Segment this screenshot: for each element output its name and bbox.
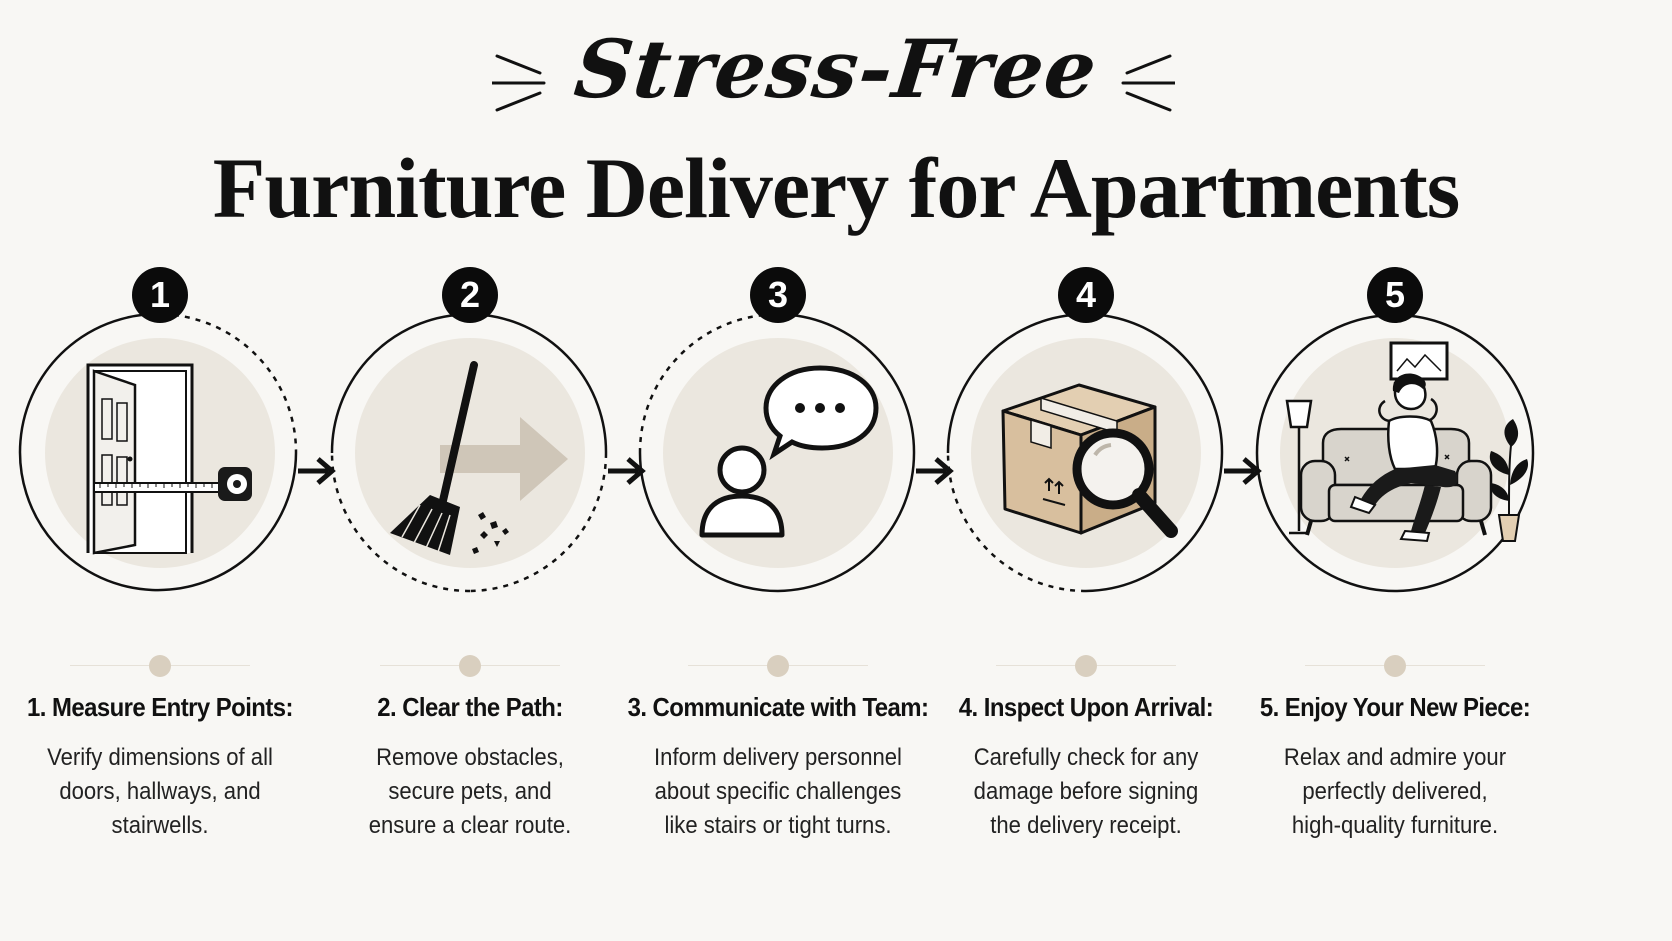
caption-line: secure pets, and	[388, 778, 552, 805]
step-dot	[459, 655, 481, 677]
caption-line: Verify dimensions of all	[47, 744, 273, 771]
caption-line: doors, hallways, and	[59, 778, 261, 805]
caption-title: 4. Inspect Upon Arrival:	[958, 692, 1214, 722]
caption-line: Remove obstacles,	[376, 744, 564, 771]
door-tape-measure-icon	[86, 363, 252, 555]
caption-line: high-quality furniture.	[1291, 812, 1499, 839]
caption-line: stairwells.	[111, 812, 209, 839]
main-title: Furniture Delivery for Apartments	[212, 140, 1460, 236]
caption-line: Relax and admire your	[1283, 744, 1507, 771]
step-badge: 5	[1367, 267, 1423, 323]
step-badge: 4	[1058, 267, 1114, 323]
caption-title: 2. Clear the Path:	[377, 692, 563, 722]
caption-line: perfectly delivered,	[1302, 778, 1488, 805]
arrow-right-icon	[1224, 457, 1262, 485]
process-diagram: 1	[0, 255, 1672, 677]
caption-1: 1. Measure Entry Points: Verify dimensio…	[0, 692, 330, 843]
flourish-right-icon	[1121, 54, 1175, 112]
caption-body: Remove obstacles, secure pets, and ensur…	[314, 741, 627, 843]
step-badge: 2	[442, 267, 498, 323]
caption-body: Carefully check for any damage before si…	[930, 741, 1243, 843]
broom-arrow-icon	[390, 361, 568, 555]
caption-line: like stairs or tight turns.	[664, 812, 892, 839]
arrow-right-icon	[298, 457, 336, 485]
step-2: 2	[320, 255, 620, 677]
caption-2: 2. Clear the Path: Remove obstacles, sec…	[300, 692, 640, 843]
step-5: 5	[1245, 255, 1545, 677]
caption-title: 3. Communicate with Team:	[627, 692, 929, 722]
step-dot	[1075, 655, 1097, 677]
step-badge: 3	[750, 267, 806, 323]
script-title: Stress-Free	[570, 22, 1102, 116]
caption-line: the delivery receipt.	[990, 812, 1182, 839]
step-4: 4	[936, 255, 1236, 677]
step-3: 3	[628, 255, 928, 677]
caption-4: 4. Inspect Upon Arrival: Carefully check…	[916, 692, 1256, 843]
caption-body: Inform delivery personnel about specific…	[622, 741, 935, 843]
arrow-right-icon	[916, 457, 954, 485]
flourish-left-icon	[492, 54, 546, 112]
caption-title: 5. Enjoy Your New Piece:	[1259, 692, 1531, 722]
relaxing-on-sofa-icon	[1285, 341, 1529, 543]
caption-5: 5. Enjoy Your New Piece: Relax and admir…	[1225, 692, 1565, 843]
caption-line: damage before signing	[973, 778, 1199, 805]
title-area: Stress-Free Furniture Delivery for Apart…	[0, 0, 1672, 250]
step-dot	[767, 655, 789, 677]
step-dot	[149, 655, 171, 677]
arrow-right-icon	[608, 457, 646, 485]
step-badge: 1	[132, 267, 188, 323]
box-magnifier-icon	[1001, 383, 1178, 538]
person-speech-bubble-icon	[699, 365, 879, 538]
step-1: 1	[10, 255, 310, 677]
caption-title: 1. Measure Entry Points:	[27, 692, 293, 722]
caption-line: Inform delivery personnel	[654, 744, 902, 771]
caption-line: ensure a clear route.	[368, 812, 572, 839]
caption-line: Carefully check for any	[973, 744, 1199, 771]
step-dot	[1384, 655, 1406, 677]
caption-body: Relax and admire your perfectly delivere…	[1239, 741, 1552, 843]
step-captions: 1. Measure Entry Points: Verify dimensio…	[0, 692, 1672, 912]
caption-line: about specific challenges	[654, 778, 902, 805]
caption-3: 3. Communicate with Team: Inform deliver…	[608, 692, 948, 843]
caption-body: Verify dimensions of all doors, hallways…	[4, 741, 317, 843]
